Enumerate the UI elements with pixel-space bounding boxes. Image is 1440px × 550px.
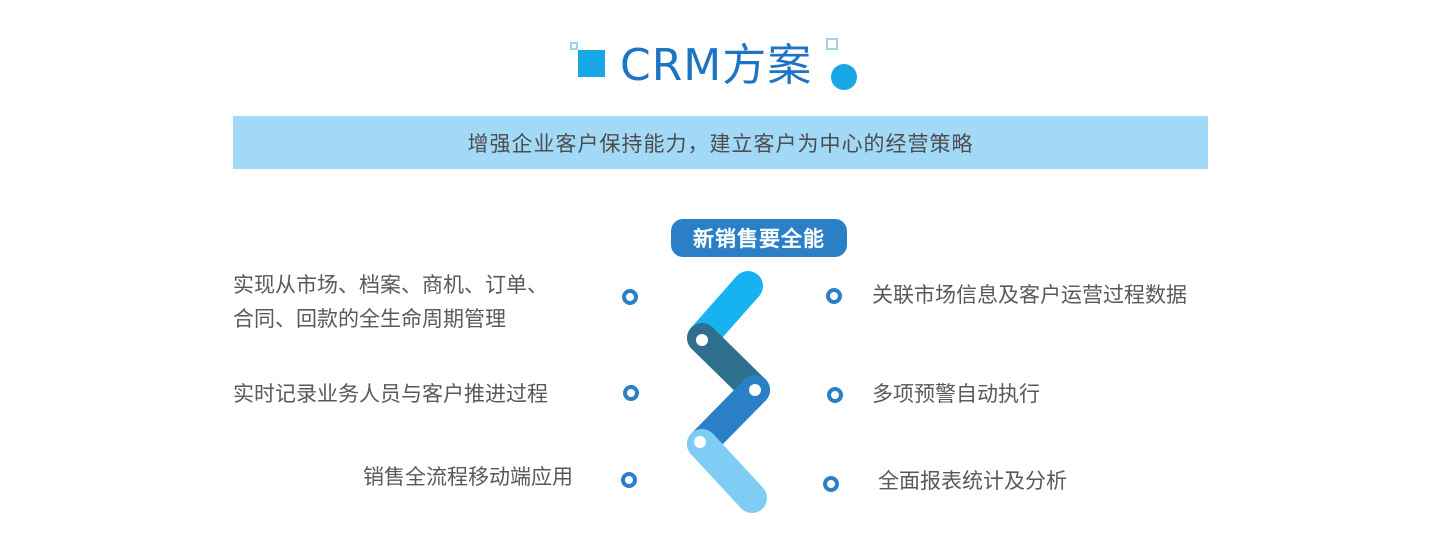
zigzag-joint-dot bbox=[694, 436, 706, 448]
feature-text: 销售全流程移动端应用 bbox=[363, 465, 573, 489]
feature-text: 关联市场信息及客户运营过程数据 bbox=[872, 283, 1187, 307]
bullet-dot-icon bbox=[826, 288, 842, 304]
page-title: CRM方案 bbox=[620, 40, 813, 91]
feature-item-right: 关联市场信息及客户运营过程数据 bbox=[872, 278, 1232, 312]
zigzag-joint-dot bbox=[749, 384, 761, 396]
feature-text: 实现从市场、档案、商机、订单、 合同、回款的全生命周期管理 bbox=[233, 273, 548, 331]
bullet-dot-icon bbox=[827, 387, 843, 403]
feature-text: 实时记录业务人员与客户推进过程 bbox=[233, 382, 548, 406]
bullet-dot-icon bbox=[823, 476, 839, 492]
title-block: CRM方案 bbox=[560, 34, 870, 96]
decorative-circle-icon bbox=[831, 64, 857, 90]
feature-item-left: 实现从市场、档案、商机、订单、 合同、回款的全生命周期管理 bbox=[233, 268, 593, 336]
decorative-square-icon bbox=[578, 50, 605, 77]
bullet-dot-icon bbox=[623, 385, 639, 401]
feature-text: 多项预警自动执行 bbox=[872, 382, 1040, 406]
bullet-dot-icon bbox=[622, 289, 638, 305]
center-pill-label: 新销售要全能 bbox=[693, 227, 825, 251]
zigzag-joint-dot bbox=[696, 334, 708, 346]
feature-item-right: 全面报表统计及分析 bbox=[878, 464, 1178, 498]
feature-item-right: 多项预警自动执行 bbox=[872, 377, 1172, 411]
subtitle-text: 增强企业客户保持能力，建立客户为中心的经营策略 bbox=[467, 131, 974, 156]
center-pill: 新销售要全能 bbox=[671, 219, 847, 257]
zigzag-graphic bbox=[687, 271, 770, 513]
zigzag-segment-4 bbox=[687, 429, 767, 513]
feature-item-left: 销售全流程移动端应用 bbox=[233, 460, 573, 494]
bullet-dot-icon bbox=[621, 472, 637, 488]
subtitle-banner: 增强企业客户保持能力，建立客户为中心的经营策略 bbox=[233, 116, 1208, 169]
decorative-square-outline-icon bbox=[826, 38, 838, 50]
decorative-square-outline-icon bbox=[570, 42, 578, 50]
feature-text: 全面报表统计及分析 bbox=[878, 469, 1067, 493]
feature-item-left: 实时记录业务人员与客户推进过程 bbox=[233, 377, 593, 411]
